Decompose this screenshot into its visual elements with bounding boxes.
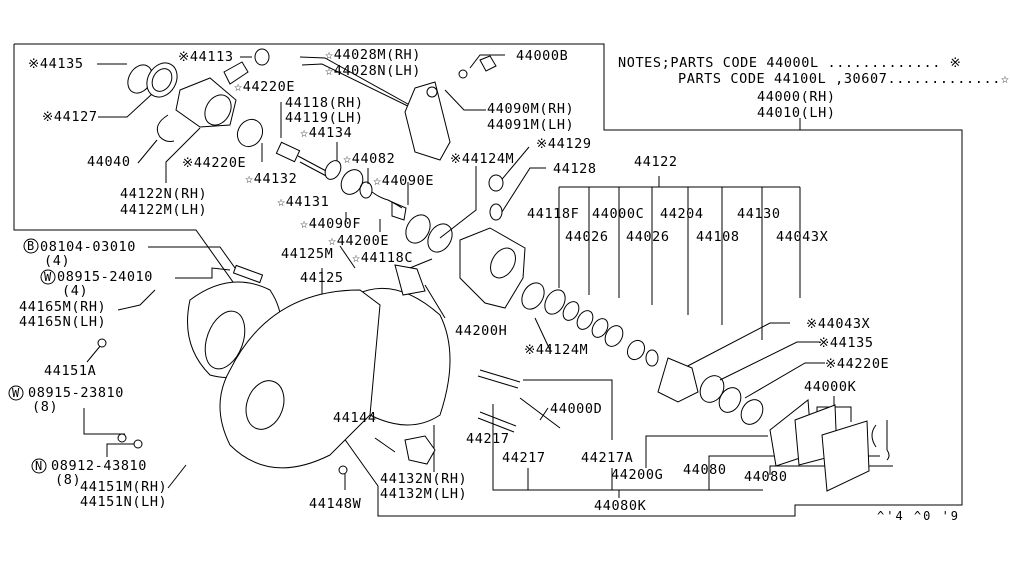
kit-44122-bracket <box>558 176 801 340</box>
kit-item-44130[interactable]: 44130 <box>737 206 781 222</box>
label-44135-b[interactable]: ※44135 <box>818 335 874 351</box>
label-44090e[interactable]: ☆44090E <box>373 173 435 189</box>
kit-item-44108[interactable]: 44108 <box>696 229 740 245</box>
label-44151n[interactable]: 44151N(LH) <box>80 494 168 510</box>
label-44134[interactable]: ☆44134 <box>300 125 353 141</box>
prefix-n: N <box>35 459 43 473</box>
label-44118[interactable]: 44118(RH) <box>285 95 364 111</box>
kit-item-44204[interactable]: 44204 <box>660 206 704 222</box>
label-44217a[interactable]: 44217A <box>581 450 634 466</box>
label-44200h[interactable]: 44200H <box>455 323 508 339</box>
kit-item-44118f[interactable]: 44118F <box>527 206 580 222</box>
label-44125[interactable]: 44125 <box>300 270 344 286</box>
assembly-frame <box>13 43 963 517</box>
label-08912-qty: (8) <box>55 472 82 488</box>
prefix-circles: B W W N <box>8 238 56 474</box>
label-44080-b[interactable]: 44080 <box>744 469 788 485</box>
assembly-rh[interactable]: 44000(RH) <box>757 89 836 105</box>
label-44220e-b[interactable]: ※44220E <box>825 356 890 372</box>
label-44124m-b[interactable]: ※44124M <box>524 342 589 358</box>
diagram-lineart: B W W N <box>8 43 963 517</box>
label-44131[interactable]: ☆44131 <box>277 194 330 210</box>
label-44128[interactable]: 44128 <box>553 161 597 177</box>
label-44090m[interactable]: 44090M(RH) <box>487 101 575 117</box>
label-08915b[interactable]: 08915-23810 <box>28 385 125 401</box>
label-44028m[interactable]: ☆44028M(RH) <box>325 47 422 63</box>
label-44220e-star[interactable]: ☆44220E <box>234 79 296 95</box>
footer-code: ^'4 ^0 '9 <box>877 509 961 523</box>
notes-line-1: NOTES;PARTS CODE 44000L ............. ※ <box>618 55 962 71</box>
label-44000k[interactable]: 44000K <box>804 379 857 395</box>
label-44217-b[interactable]: 44217 <box>502 450 546 466</box>
kit-item-44026-a[interactable]: 44026 <box>565 229 609 245</box>
label-44132m[interactable]: 44132M(LH) <box>380 486 468 502</box>
label-44124m-a[interactable]: ※44124M <box>450 151 515 167</box>
label-44000d[interactable]: 44000D <box>550 401 603 417</box>
label-44125m[interactable]: 44125M <box>281 246 334 262</box>
label-44000b[interactable]: 44000B <box>516 48 569 64</box>
assembly-lh[interactable]: 44010(LH) <box>757 105 836 121</box>
label-44148w[interactable]: 44148W <box>309 496 362 512</box>
label-08104[interactable]: 08104-03010 <box>40 239 137 255</box>
label-44217-a[interactable]: 44217 <box>466 431 510 447</box>
kit-item-44026-b[interactable]: 44026 <box>626 229 670 245</box>
label-44043x-ast[interactable]: ※44043X <box>806 316 871 332</box>
label-44135-a[interactable]: ※44135 <box>28 56 84 72</box>
label-44151m[interactable]: 44151M(RH) <box>80 479 168 495</box>
label-44220e-ast[interactable]: ※44220E <box>182 155 247 171</box>
label-44165m[interactable]: 44165M(RH) <box>19 299 107 315</box>
parts-drawings <box>97 48 890 492</box>
label-44090f[interactable]: ☆44090F <box>300 216 362 232</box>
label-44082[interactable]: ☆44082 <box>343 151 396 167</box>
label-08912[interactable]: 08912-43810 <box>51 458 148 474</box>
label-44118c[interactable]: ☆44118C <box>352 250 414 266</box>
label-08915b-qty: (8) <box>32 399 59 415</box>
label-44080-a[interactable]: 44080 <box>683 462 727 478</box>
label-44040[interactable]: 44040 <box>87 154 131 170</box>
prefix-b: B <box>27 239 35 253</box>
label-44144[interactable]: 44144 <box>333 410 377 426</box>
label-44113[interactable]: ※44113 <box>178 49 234 65</box>
label-44132n[interactable]: 44132N(RH) <box>380 471 468 487</box>
label-44132[interactable]: ☆44132 <box>245 171 298 187</box>
label-44129[interactable]: ※44129 <box>536 136 592 152</box>
label-08104-qty: (4) <box>44 253 71 269</box>
label-44091m[interactable]: 44091M(LH) <box>487 117 575 133</box>
label-44122n[interactable]: 44122N(RH) <box>120 186 208 202</box>
label-44165n[interactable]: 44165N(LH) <box>19 314 107 330</box>
label-44122m[interactable]: 44122M(LH) <box>120 202 208 218</box>
prefix-w2: W <box>12 386 20 400</box>
parts-diagram: B W W N NOTES;PARTS CODE 44000L ........… <box>8 43 1009 523</box>
notes-line-2: PARTS CODE 44100L ,30607.............☆ <box>678 71 1010 87</box>
label-44028n[interactable]: ☆44028N(LH) <box>325 63 422 79</box>
label-44151a[interactable]: 44151A <box>44 363 97 379</box>
label-08915a[interactable]: 08915-24010 <box>57 269 154 285</box>
label-08915a-qty: (4) <box>62 283 89 299</box>
label-44119[interactable]: 44119(LH) <box>285 110 364 126</box>
kit-item-44043x[interactable]: 44043X <box>776 229 829 245</box>
label-44080k[interactable]: 44080K <box>594 498 647 514</box>
label-44200g[interactable]: 44200G <box>611 467 664 483</box>
label-44200e[interactable]: ☆44200E <box>328 233 390 249</box>
prefix-w1: W <box>44 270 52 284</box>
kit-item-44000c[interactable]: 44000C <box>592 206 645 222</box>
kit-44080k-bracket <box>492 379 893 498</box>
label-44127[interactable]: ※44127 <box>42 109 98 125</box>
kit-44122-label[interactable]: 44122 <box>634 154 678 170</box>
